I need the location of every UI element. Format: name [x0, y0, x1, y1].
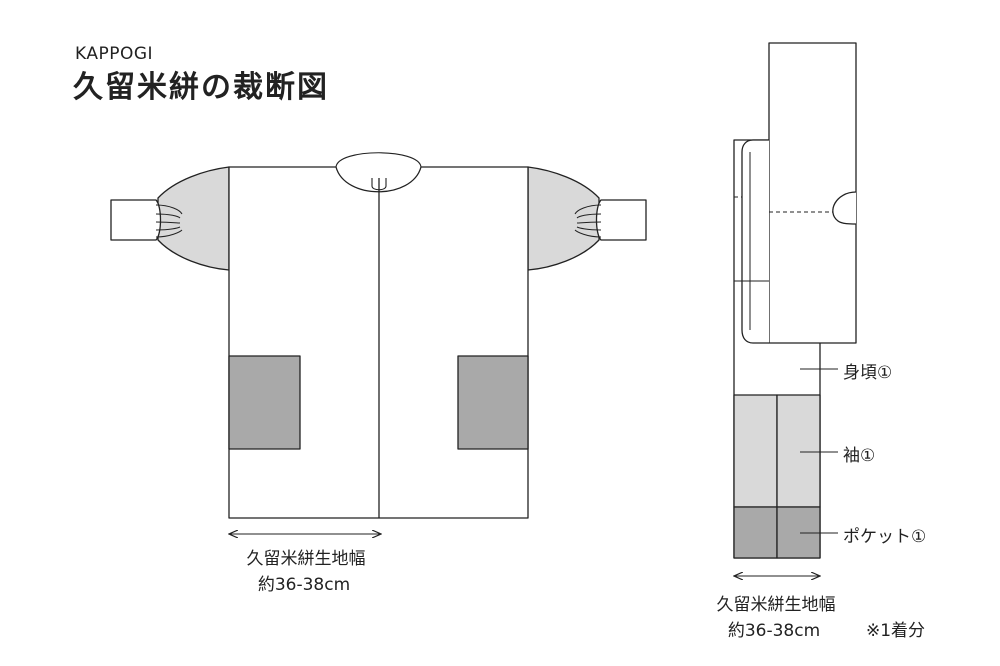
garment-illustration — [110, 152, 647, 519]
left-sleeve-puff — [157, 166, 230, 271]
garment-width-label-line1: 久留米絣生地幅 — [246, 549, 366, 569]
layout-pocket-left — [733, 506, 778, 559]
fold-curl — [741, 139, 769, 344]
fold-neck-notch — [832, 191, 857, 225]
layout-sleeve-right — [776, 394, 821, 508]
neckline-facing — [335, 152, 422, 168]
right-sleeve-cuff — [595, 199, 647, 241]
left-sleeve-cuff — [110, 199, 162, 241]
diagram-title: 久留米絣の裁断図 — [73, 70, 329, 105]
diagram-subtitle: KAPPOGI — [75, 44, 154, 64]
quantity-note: ※1着分 — [866, 621, 926, 641]
left-sleeve-gathers — [155, 204, 183, 238]
right-sleeve-gathers — [574, 204, 602, 238]
fold-tall-panel — [768, 42, 857, 344]
layout-width-label-line1: 久留米絣生地幅 — [716, 595, 836, 615]
sleeve-piece-label: 袖① — [843, 446, 876, 466]
body-piece-label: 身頃① — [843, 363, 893, 383]
layout-width-label-line2: 約36-38cm — [727, 621, 821, 641]
fabric-layout — [733, 42, 857, 559]
pocket-piece-label: ポケット① — [843, 527, 927, 547]
right-sleeve-puff — [527, 166, 600, 271]
garment-width-label-line2: 約36-38cm — [257, 575, 351, 595]
left-pocket — [228, 355, 301, 450]
layout-sleeve-left — [733, 394, 778, 508]
right-pocket — [457, 355, 529, 450]
neck-opening — [371, 178, 387, 191]
